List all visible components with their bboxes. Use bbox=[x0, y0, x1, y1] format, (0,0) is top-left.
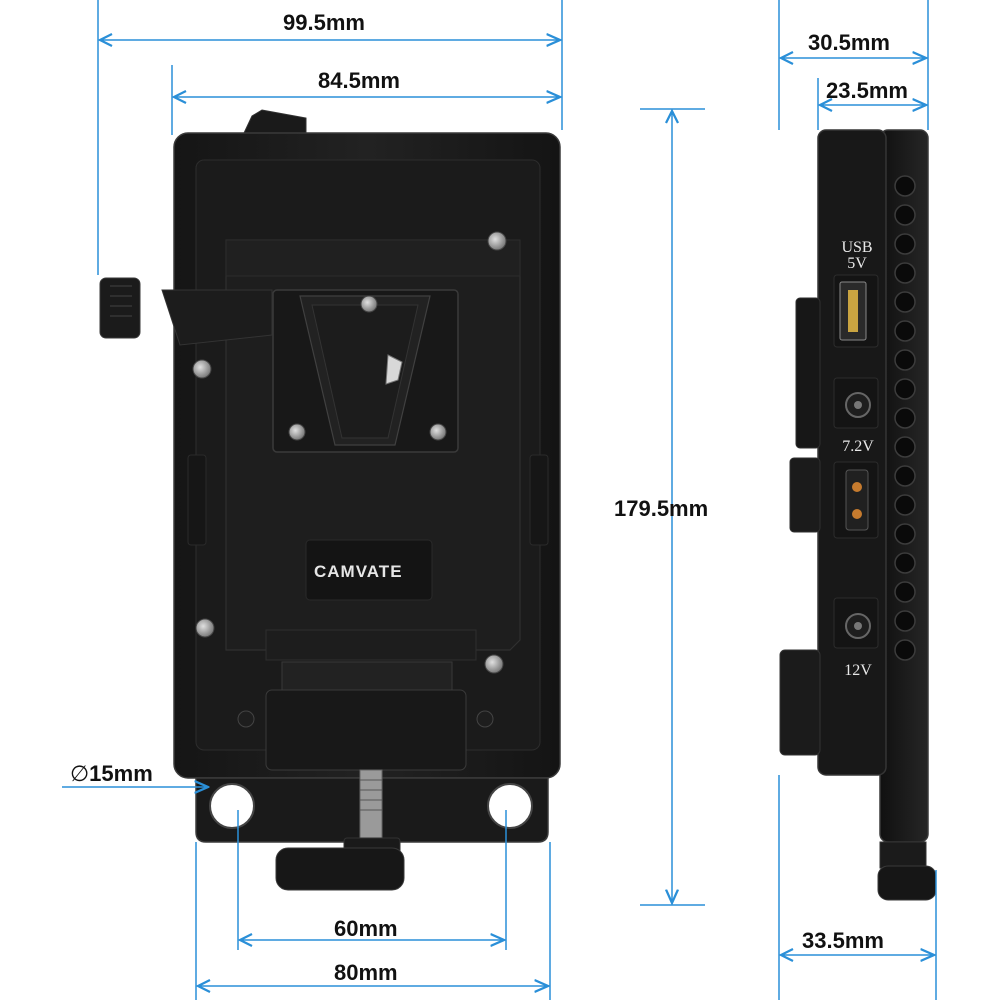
usb-label-line2: 5V bbox=[847, 255, 867, 272]
rail-hole bbox=[894, 581, 916, 603]
rail-hole bbox=[894, 349, 916, 371]
rail-hole bbox=[894, 494, 916, 516]
dc-port-label: 12V bbox=[844, 662, 872, 679]
dim-plate-width: 84.5mm bbox=[318, 68, 400, 93]
dim-rod-spacing-outer: 80mm bbox=[334, 960, 398, 985]
rail-holes bbox=[894, 175, 916, 661]
dim-rod-spacing-inner: 60mm bbox=[334, 916, 398, 941]
dim-side-depth-inner: 23.5mm bbox=[826, 78, 908, 103]
dim-side-clamp-depth: 33.5mm bbox=[802, 928, 884, 953]
rail-hole bbox=[894, 378, 916, 400]
side-view bbox=[779, 129, 937, 901]
rail-hole bbox=[894, 552, 916, 574]
rail-hole bbox=[894, 610, 916, 632]
usb-port-icon bbox=[839, 281, 867, 341]
rail-hole bbox=[894, 465, 916, 487]
dim-height: 179.5mm bbox=[614, 496, 709, 521]
brand-logo: CAMVATE bbox=[314, 562, 403, 581]
dim-top-width: 99.5mm bbox=[283, 10, 365, 35]
rail-hole bbox=[894, 639, 916, 661]
front-view bbox=[99, 109, 561, 891]
rail-hole bbox=[894, 320, 916, 342]
dtap-port-label: 7.2V bbox=[842, 438, 874, 455]
rail-hole bbox=[894, 407, 916, 429]
usb-port-label: USB 5V bbox=[838, 240, 876, 272]
rail-hole bbox=[894, 436, 916, 458]
v-mount-lock bbox=[272, 289, 459, 453]
dim-rod-diameter: ∅15mm bbox=[70, 763, 153, 785]
rail-hole bbox=[894, 262, 916, 284]
rod-diameter-value: 15mm bbox=[89, 761, 153, 786]
dim-side-depth-outer: 30.5mm bbox=[808, 30, 890, 55]
usb-label-line1: USB bbox=[841, 239, 873, 256]
side-lever bbox=[99, 277, 141, 339]
dimension-lines bbox=[62, 0, 937, 1000]
diameter-symbol: ∅ bbox=[70, 761, 90, 786]
rail-hole bbox=[894, 233, 916, 255]
screw-icon bbox=[192, 231, 507, 728]
two-pin-connector-icon bbox=[845, 469, 869, 531]
rod-clamp-icon bbox=[195, 769, 549, 891]
rail-hole bbox=[894, 175, 916, 197]
rail-hole bbox=[894, 523, 916, 545]
rail-hole bbox=[894, 291, 916, 313]
dc-barrel-icon bbox=[845, 392, 871, 639]
rail-hole bbox=[894, 204, 916, 226]
